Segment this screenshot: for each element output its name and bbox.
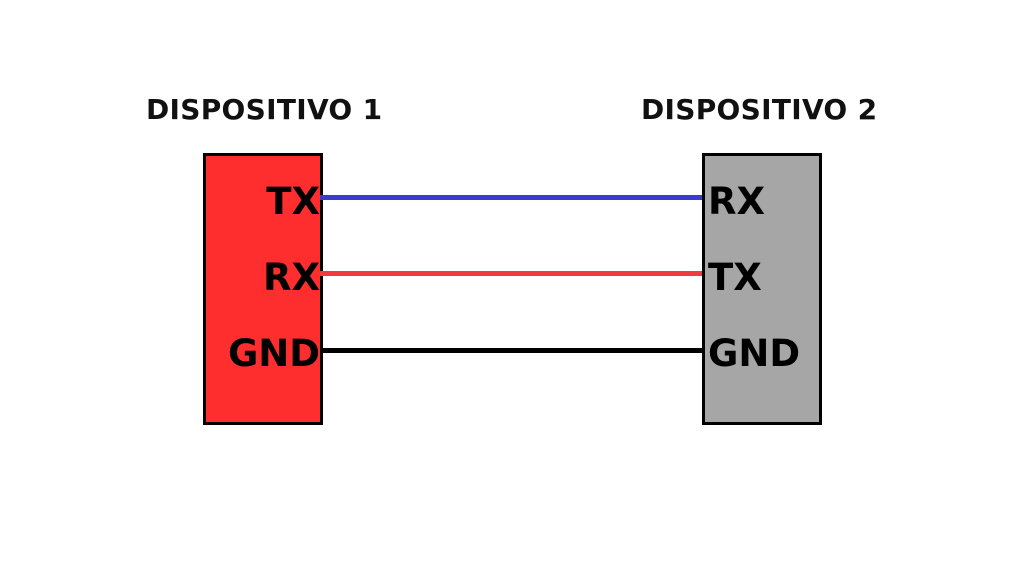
device-1-box: TX RX GND (203, 153, 323, 425)
device-2-box: RX TX GND (702, 153, 822, 425)
device-1-pin-tx: TX (266, 180, 320, 223)
device-1-pin-gnd: GND (227, 332, 320, 375)
wire-tx-to-rx (320, 195, 702, 200)
device-2-title: DISPOSITIVO 2 (641, 93, 878, 126)
wire-rx-to-tx (320, 271, 702, 276)
device-1-title: DISPOSITIVO 1 (146, 93, 383, 126)
device-2-pin-tx: TX (708, 256, 762, 299)
device-1-pin-rx: RX (262, 256, 320, 299)
wire-gnd-to-gnd (320, 348, 702, 353)
device-2-pin-rx: RX (708, 180, 766, 223)
device-2-pin-gnd: GND (708, 332, 801, 375)
